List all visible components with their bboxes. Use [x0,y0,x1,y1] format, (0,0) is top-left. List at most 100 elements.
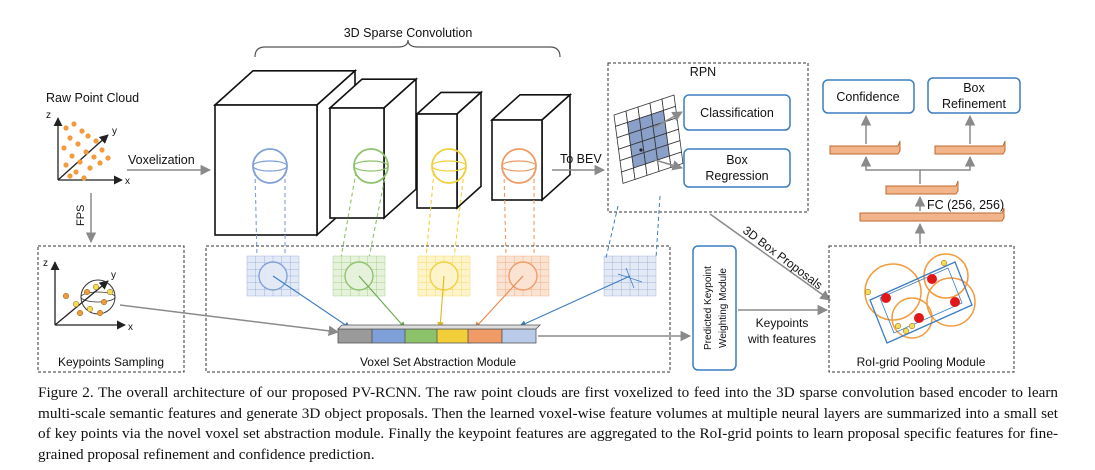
keypoint-dot [96,309,104,317]
raw-point-cloud-axes [53,117,123,185]
roi-grid-point [927,274,937,284]
keypoints-with-label-1: Keypoints [756,316,809,330]
point-dot [67,173,73,179]
rpn-to-cls-arrow [654,111,683,128]
bev-proj-right [655,195,661,259]
keypoints-with-label-2: with features [747,332,816,346]
sphere-green-equator [353,160,389,172]
point-dot [85,133,91,139]
roi-box-inner [879,267,963,334]
vsa-bar-segment [501,328,537,344]
fc-arrow-4 [920,155,976,171]
box-regression-box [683,148,791,188]
bev-center-dot [639,148,643,152]
keypoint-sphere-equator [80,291,116,303]
vsa-grid-blue-arrow [272,275,351,329]
sphere-yellow-proj-left [425,171,435,259]
vsa-grid-green-arrow [358,275,406,329]
sparse-conv-volumes [212,69,573,259]
roi-grid-point [950,297,960,307]
point-dot [71,121,77,127]
pkw-module-box [692,245,737,371]
keypoints-sampling-box [37,245,185,373]
keypoint-dot [100,298,108,306]
kp-axis-z: z [43,258,48,269]
sphere-orange-equator [501,160,537,172]
vsa-bar-segment [436,328,472,344]
point-dot [63,125,69,131]
pkw-label-1: Predicted Keypoint [703,266,714,350]
keypoint-dot [72,300,80,308]
roi-keypoint [908,322,916,330]
point-dot [81,175,87,181]
point-dot [91,154,97,160]
voxelization-label: Voxelization [128,153,195,167]
point-dot [73,169,79,175]
raw-axis-x: x [125,176,130,187]
roi-circle [891,297,933,339]
vsa-feature-grids [246,195,661,329]
point-dot [87,165,93,171]
keypoints [62,283,114,317]
keypoint-dot [92,283,100,291]
sparse-conv-brace [254,39,561,58]
point-dot [77,159,83,165]
classification-label: Classification [700,106,774,120]
vsa-grid-bev-mark [625,267,635,289]
raw-point-cloud-label: Raw Point Cloud [46,91,139,105]
rpn-label: RPN [690,65,716,79]
confidence-label: Confidence [836,90,899,104]
box-refinement-label-1: Box [963,81,985,95]
roi-grid-illustration [864,253,976,344]
keypoints-sampling-label: Keypoints Sampling [58,355,164,369]
kp-axis-x: x [128,322,133,333]
bev-proj-left [605,205,619,259]
vsa-bar-top [337,324,541,330]
raw-point-cloud-points [61,121,111,181]
point-dot [61,145,67,151]
point-dot [79,128,85,134]
point-dot [99,147,105,153]
vsa-feature-bar [337,324,541,344]
roi-grid-box [828,245,1015,373]
point-dot [105,155,111,161]
vsa-grid-yellow-arrow [437,275,445,329]
sphere-yellow-proj-right [453,171,465,259]
roi-grid-label: RoI-grid Pooling Module [857,355,986,369]
confidence-box [822,79,915,114]
roi-circle [926,277,976,327]
raw-axis-y: y [112,126,117,137]
roi-grid-point [881,293,891,303]
raw-axis-z: z [46,110,51,121]
box-regression-label-2: Regression [705,169,768,183]
volume-1-front [214,104,318,236]
point-dot [93,138,99,144]
box-proposals-arrow [709,213,831,301]
point-dot [67,135,73,141]
sphere-green-proj-left [340,171,357,259]
point-dot [63,162,69,168]
roi-keypoint [940,259,948,267]
sphere-blue-proj-left [254,171,258,259]
vsa-grid-bev-arrow [519,275,631,327]
volume-3-side [456,90,482,210]
box-refinement-box [927,77,1021,114]
point-dot [75,141,81,147]
roi-box [869,261,973,344]
keypoint-dot [106,288,114,296]
sphere-yellow-equator [431,160,467,172]
pkw-label-2: Weighting Module [718,268,729,348]
box-regression-label-1: Box [726,153,748,167]
keypoint-dot [83,288,91,296]
roi-keypoint [894,322,902,330]
vsa-bar-segment [404,328,440,344]
fps-label: FPS [75,205,87,226]
rpn-box [607,62,809,213]
fc-layers [829,140,1006,222]
figure-caption: Figure 2. The overall architecture of ou… [38,384,1058,463]
keypoint-axes [50,261,126,330]
point-dot [97,160,103,166]
keypoint-dot [86,305,94,313]
vsa-bar-segment [337,328,373,344]
vsa-bar-segment [467,328,503,344]
